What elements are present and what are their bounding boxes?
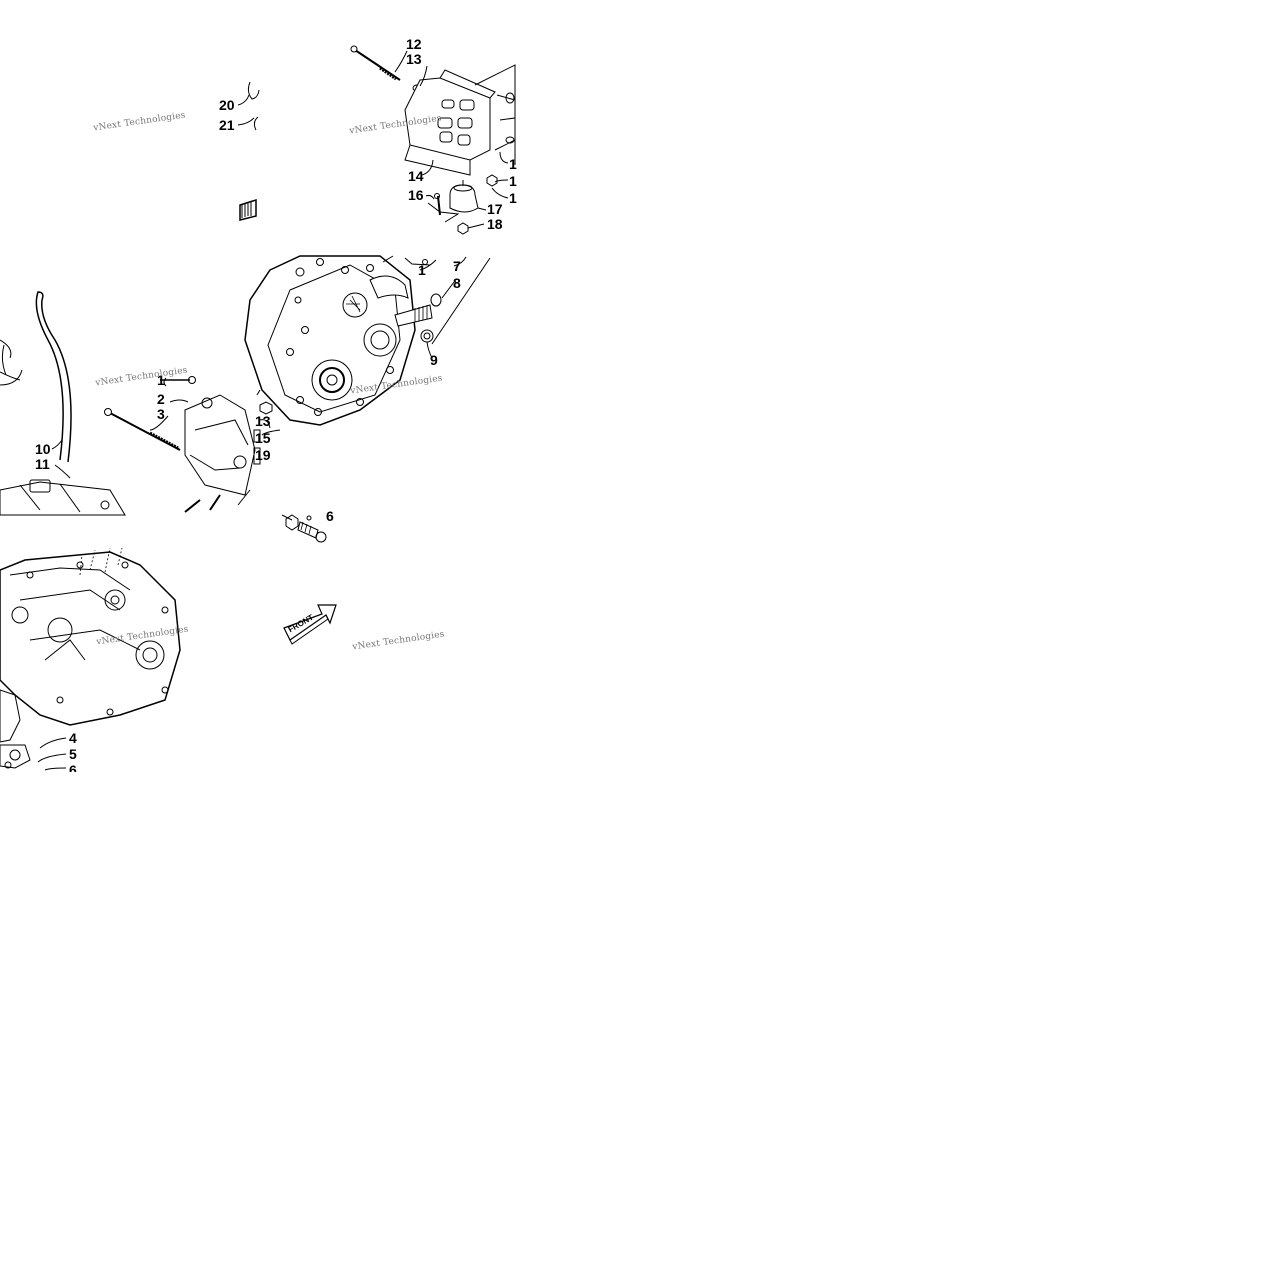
callout-16: 16 — [408, 187, 424, 203]
callout-right-1c: 1 — [509, 190, 517, 206]
callout-part-13: 13 — [255, 413, 271, 429]
callout-3: 3 — [157, 406, 165, 422]
callout-2: 2 — [157, 391, 165, 407]
callout-12: 12 — [406, 36, 422, 52]
callout-11: 11 — [35, 456, 50, 472]
callout-10: 10 — [35, 441, 51, 457]
front-arrow — [283, 604, 337, 645]
callout-6: 6 — [69, 763, 77, 772]
callout-5: 5 — [69, 746, 77, 762]
gearcase-assembly — [244, 255, 491, 426]
bracket-hose-group — [0, 291, 281, 516]
callout-18: 18 — [487, 216, 503, 232]
callout-6-fitting: 6 — [326, 508, 334, 524]
callout-17: 17 — [487, 201, 503, 217]
callout-part-19: 19 — [255, 447, 271, 463]
callout-1-gearcase: 1 — [418, 262, 426, 278]
callout-right-1b: 1 — [509, 173, 517, 189]
callout-14: 14 — [408, 168, 424, 184]
callout-9: 9 — [430, 352, 438, 368]
callout-4: 4 — [69, 730, 77, 746]
callout-20: 20 — [219, 97, 235, 113]
callout-1-bracket: 1 — [157, 372, 165, 388]
transmission-assembly — [0, 547, 181, 771]
mount-bracket-assembly — [350, 45, 516, 235]
callout-7: 7 — [453, 258, 461, 274]
clip-shaft-group — [237, 81, 260, 221]
callout-21: 21 — [219, 117, 235, 133]
callout-part-15: 15 — [255, 430, 271, 446]
callout-8: 8 — [453, 275, 461, 291]
callout-right-1a: 1 — [509, 156, 517, 172]
callout-13: 13 — [406, 51, 422, 67]
fitting-6-group — [281, 514, 327, 543]
